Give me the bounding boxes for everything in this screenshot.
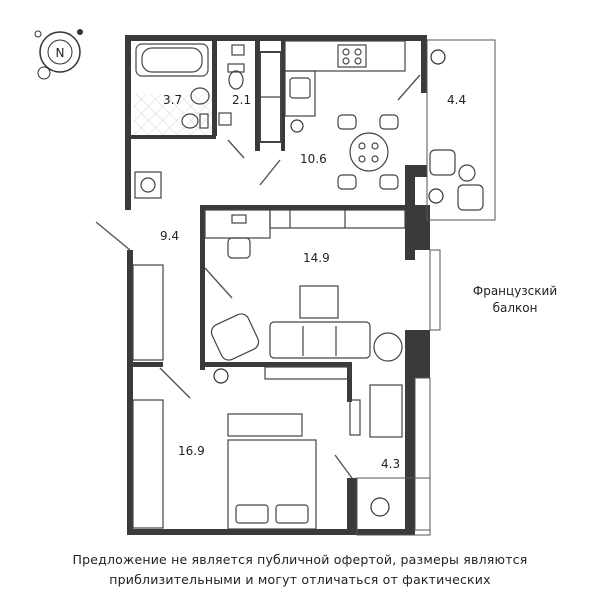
compass-letter: N xyxy=(56,46,65,60)
plants xyxy=(213,49,446,517)
walls xyxy=(125,35,430,535)
fixtures xyxy=(132,40,484,530)
area-loggia-bottom: 4.3 xyxy=(381,457,400,471)
disclaimer-line1: Предложение не является публичной оферто… xyxy=(72,552,528,567)
area-kitchen: 10.6 xyxy=(300,152,327,166)
balconies xyxy=(356,39,496,536)
doors xyxy=(95,74,421,479)
floor-plan: N 3.7 2.1 10.6 4.4 9.4 14.9 16.9 4.3 xyxy=(34,29,496,536)
french-balcony-line2: балкон xyxy=(492,301,538,315)
area-loggia-top: 4.4 xyxy=(447,93,466,107)
compass: N xyxy=(34,29,83,80)
french-balcony-label: Французский балкон xyxy=(455,283,575,317)
french-balcony-line1: Французский xyxy=(472,284,558,298)
area-wc: 2.1 xyxy=(232,93,251,107)
area-bedroom: 16.9 xyxy=(178,444,205,458)
area-hall: 9.4 xyxy=(160,229,179,243)
bathroom-tile-floor xyxy=(134,94,212,136)
area-bathroom: 3.7 xyxy=(163,93,182,107)
disclaimer-line2: приблизительными и могут отличаться от ф… xyxy=(109,572,491,587)
area-living-room: 14.9 xyxy=(303,251,330,265)
